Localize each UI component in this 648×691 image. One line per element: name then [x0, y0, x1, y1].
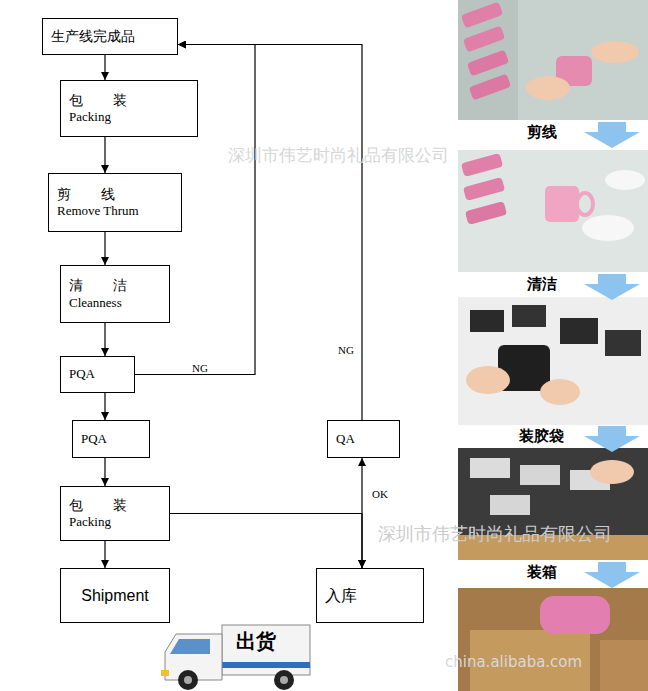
hand	[466, 366, 510, 394]
process-box: 包 装Packing	[60, 486, 170, 541]
pink-item	[461, 153, 503, 177]
box-text: PQA	[69, 366, 95, 382]
down-arrow	[584, 274, 640, 300]
process-box: 剪 线Remove Thrum	[48, 173, 182, 232]
pink-item	[465, 201, 507, 225]
hand	[526, 76, 570, 100]
step-caption: 装箱	[527, 564, 557, 581]
flow-arrow	[170, 514, 362, 569]
step-arrows	[584, 122, 640, 588]
box-subtext: Remove Thrum	[57, 203, 139, 219]
glove	[605, 170, 645, 190]
pink-item	[461, 2, 503, 29]
box-text: 包 装	[69, 497, 127, 515]
photo-ground	[458, 297, 648, 425]
down-arrow	[584, 122, 640, 148]
hand	[540, 379, 580, 405]
pink-item	[463, 26, 505, 53]
step-caption: 剪线	[527, 124, 557, 141]
flow-arrow	[178, 45, 362, 421]
photo-ground	[458, 0, 648, 120]
flow-arrow	[104, 458, 105, 486]
down-arrow	[584, 426, 640, 452]
flow-arrow	[361, 458, 362, 568]
bag-label	[470, 458, 510, 478]
step-caption: 装胶袋	[519, 428, 564, 445]
flow-arrow	[104, 137, 105, 173]
flow-arrow	[104, 393, 105, 420]
box-text: 包 装	[69, 92, 127, 110]
truck-text: 出货	[236, 630, 276, 653]
pink-item	[467, 50, 509, 77]
bag-label	[520, 465, 560, 485]
truck	[161, 625, 310, 690]
pink-item	[463, 177, 505, 201]
watermark: 深圳市伟艺时尚礼品有限公司	[378, 524, 612, 545]
wheel	[178, 670, 198, 690]
input-box: 生产线完成品	[42, 18, 178, 55]
watermark: china.alibaba.com	[445, 654, 582, 671]
flow-arrow	[104, 323, 105, 356]
pink-item	[469, 74, 511, 101]
carton	[600, 640, 648, 691]
pink-mug	[545, 186, 579, 222]
process-box: 包 装Packing	[60, 80, 198, 137]
box-subtext: Packing	[69, 514, 111, 530]
black-bag	[470, 310, 504, 332]
truck-light	[161, 670, 169, 676]
photo-trimming	[458, 0, 648, 120]
box-text: PQA	[81, 431, 107, 447]
photo-ground	[458, 588, 648, 691]
photo-cleaning	[458, 150, 648, 272]
truck-body	[222, 625, 310, 675]
box-text: 剪 线	[57, 186, 115, 204]
box-text: 入库	[325, 586, 357, 606]
flow-arrow	[104, 232, 105, 265]
box-subtext: Cleanness	[69, 295, 122, 311]
hand	[591, 41, 639, 63]
watermark: 深圳市伟艺时尚礼品有限公司	[228, 146, 449, 166]
check-box: PQA	[60, 356, 135, 393]
black-bag	[560, 318, 598, 344]
step-caption: 清洁	[527, 276, 557, 293]
hub	[184, 676, 192, 684]
photo-carton	[458, 588, 648, 691]
hub	[280, 676, 288, 684]
worker	[540, 596, 610, 634]
truck-window	[170, 639, 210, 654]
hand	[590, 460, 634, 484]
flow-arrow	[104, 541, 105, 568]
photo-bagging	[458, 297, 648, 425]
flow-arrow	[104, 55, 105, 80]
bag-label	[490, 495, 530, 515]
box-text: Shipment	[81, 586, 149, 606]
check-box: QA	[327, 420, 400, 458]
black-bag	[512, 305, 546, 327]
down-arrow	[584, 562, 640, 588]
box-subtext: Packing	[69, 109, 111, 125]
end-box: Shipment	[60, 568, 170, 623]
mug-handle	[577, 193, 593, 215]
edge-label: NG	[190, 362, 210, 374]
process-box: 清 洁Cleanness	[60, 265, 170, 323]
wheel	[274, 670, 294, 690]
photo-ground	[458, 150, 648, 272]
box-text: 清 洁	[69, 277, 127, 295]
box-text: QA	[336, 431, 355, 447]
glove	[582, 215, 634, 241]
photo-shade	[458, 0, 518, 120]
truck-stripe	[222, 662, 310, 668]
check-box: PQA	[72, 420, 150, 458]
black-bag	[605, 330, 641, 356]
edge-label: NG	[336, 344, 356, 356]
storage-box: 入库	[316, 568, 424, 623]
box-text: 生产线完成品	[51, 28, 135, 46]
edge-label: OK	[370, 488, 390, 500]
